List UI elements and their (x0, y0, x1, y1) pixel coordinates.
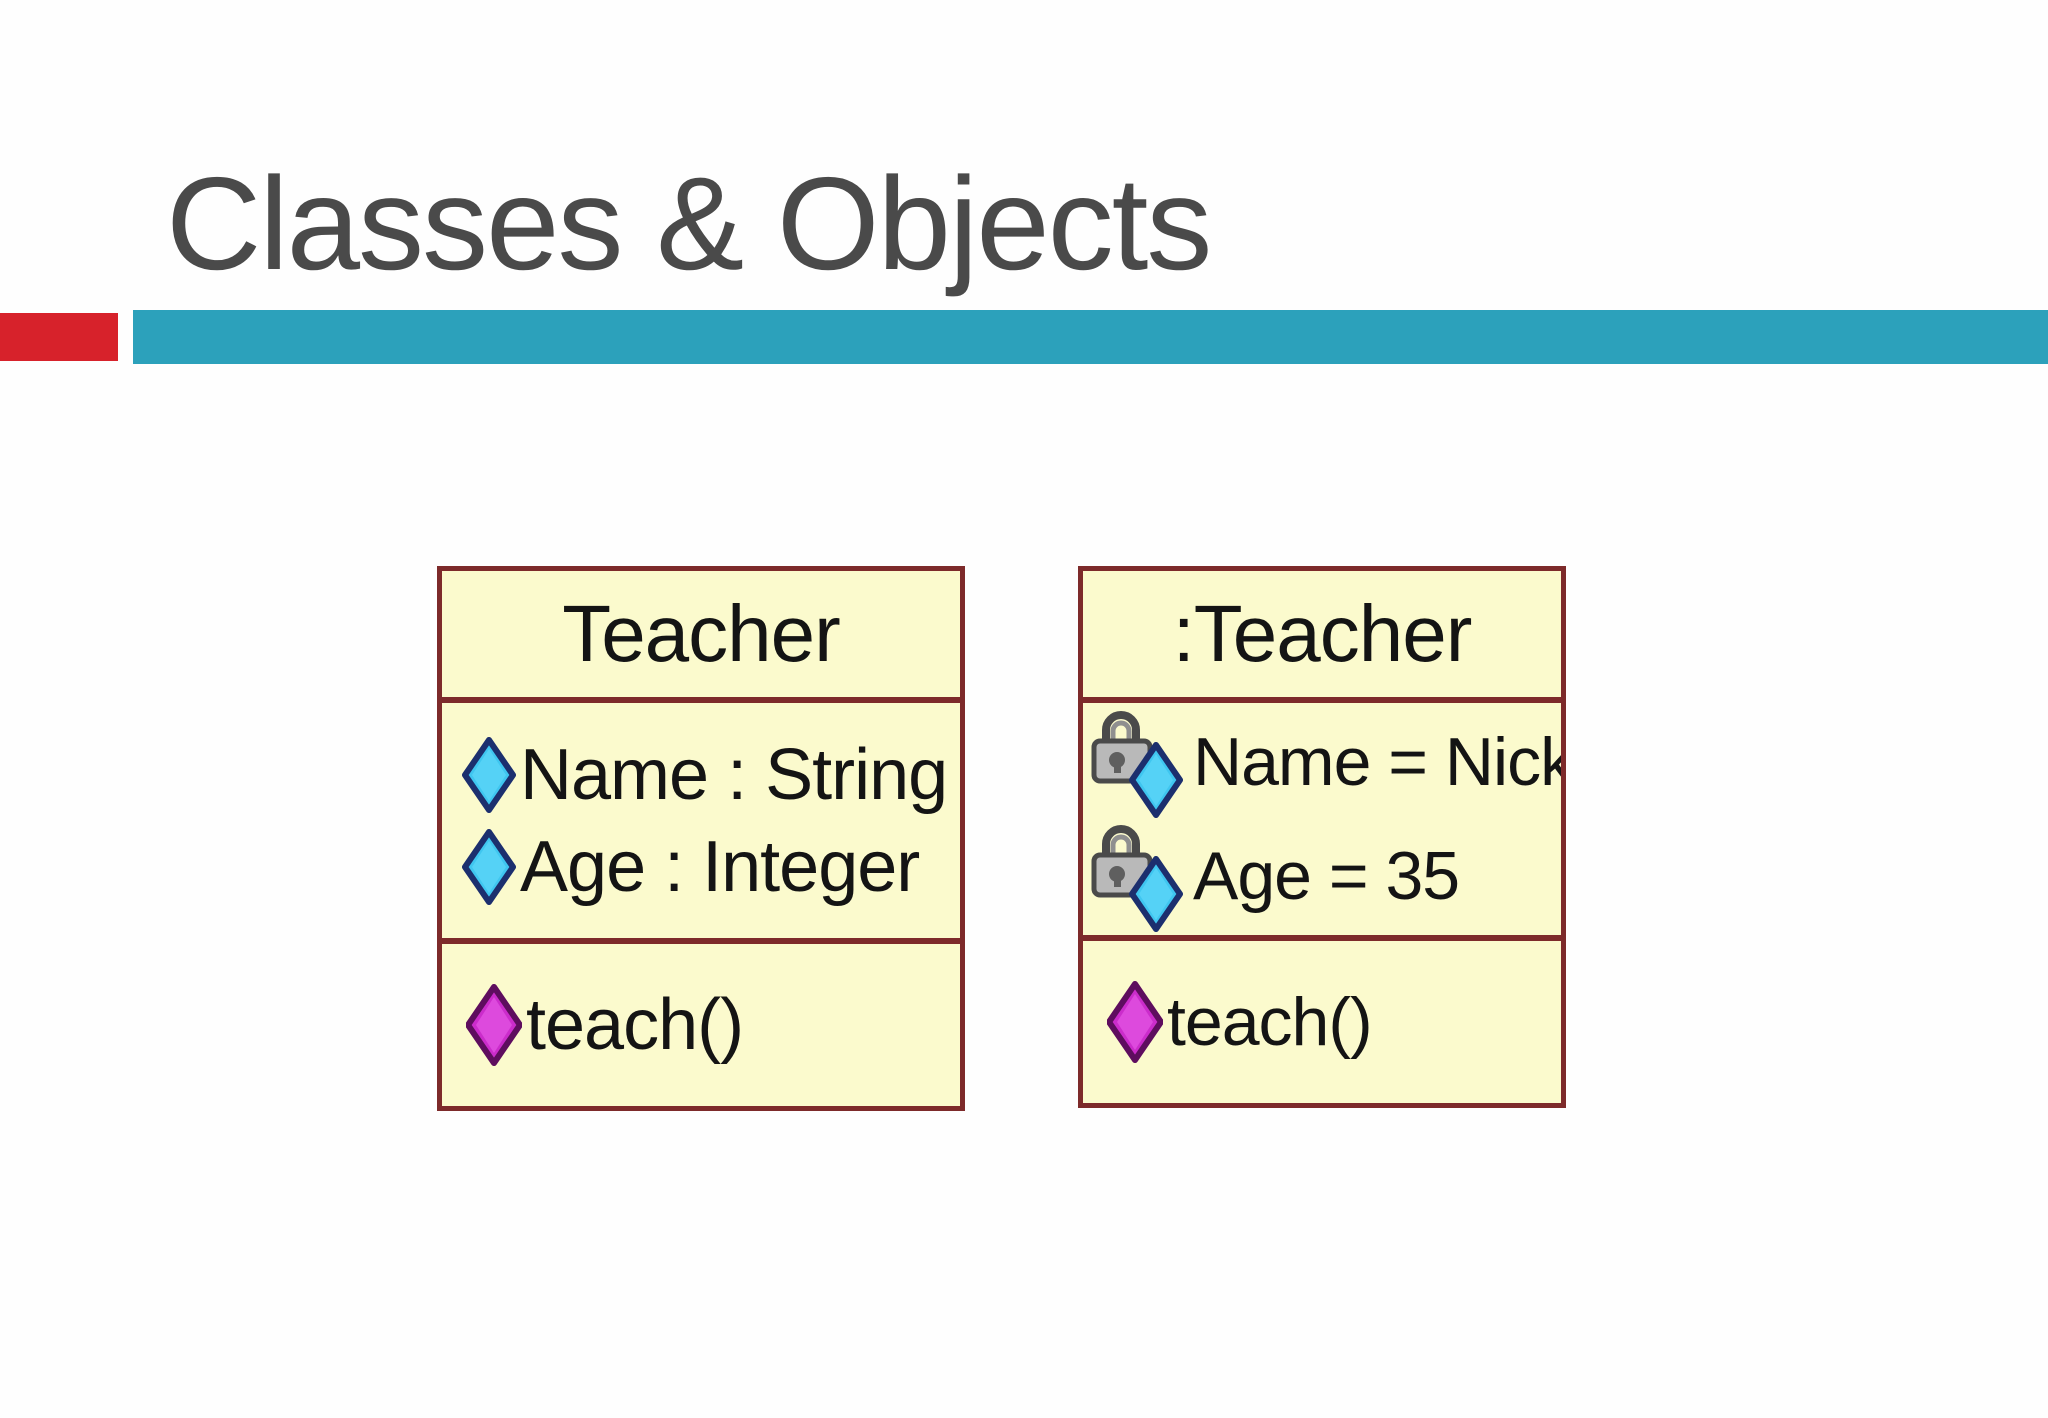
operation-row: teach() (466, 984, 744, 1066)
attribute-row: Name = Nick (1089, 706, 1561, 818)
object-name: :Teacher (1083, 571, 1561, 703)
operation-row: teach() (1107, 981, 1373, 1063)
attribute-label: Age = 35 (1193, 838, 1460, 914)
class-attributes-compartment: Name : String Age : Integer (442, 703, 960, 944)
cyan-diamond-icon (462, 737, 516, 813)
operation-label: teach() (1167, 984, 1373, 1060)
class-name: Teacher (442, 571, 960, 703)
uml-class-box: Teacher Name : String Age : Integer teac… (437, 566, 965, 1111)
cyan-diamond-icon (462, 829, 516, 905)
object-operations-compartment: teach() (1083, 941, 1561, 1103)
lock-diamond-icon (1089, 820, 1191, 932)
attribute-label: Name = Nick (1193, 724, 1561, 800)
cyan-diamond-icon (1129, 742, 1183, 818)
uml-object-box: :Teacher Name = Nick Age = 35 teach (1078, 566, 1566, 1108)
lock-diamond-icon (1089, 706, 1191, 818)
cyan-diamond-icon (1129, 856, 1183, 932)
attribute-label: Age : Integer (520, 826, 920, 907)
magenta-diamond-icon (1107, 981, 1163, 1063)
attribute-row: Name : String (462, 734, 960, 816)
operation-label: teach() (526, 985, 744, 1065)
magenta-diamond-icon (466, 984, 522, 1066)
attribute-row: Age : Integer (462, 826, 960, 908)
attribute-label: Name : String (520, 734, 948, 815)
page-title: Classes & Objects (166, 150, 1212, 297)
teal-accent-bar (133, 310, 2048, 364)
object-attributes-compartment: Name = Nick Age = 35 (1083, 703, 1561, 941)
red-accent-bar (0, 313, 118, 361)
attribute-row: Age = 35 (1089, 820, 1561, 932)
class-operations-compartment: teach() (442, 944, 960, 1106)
